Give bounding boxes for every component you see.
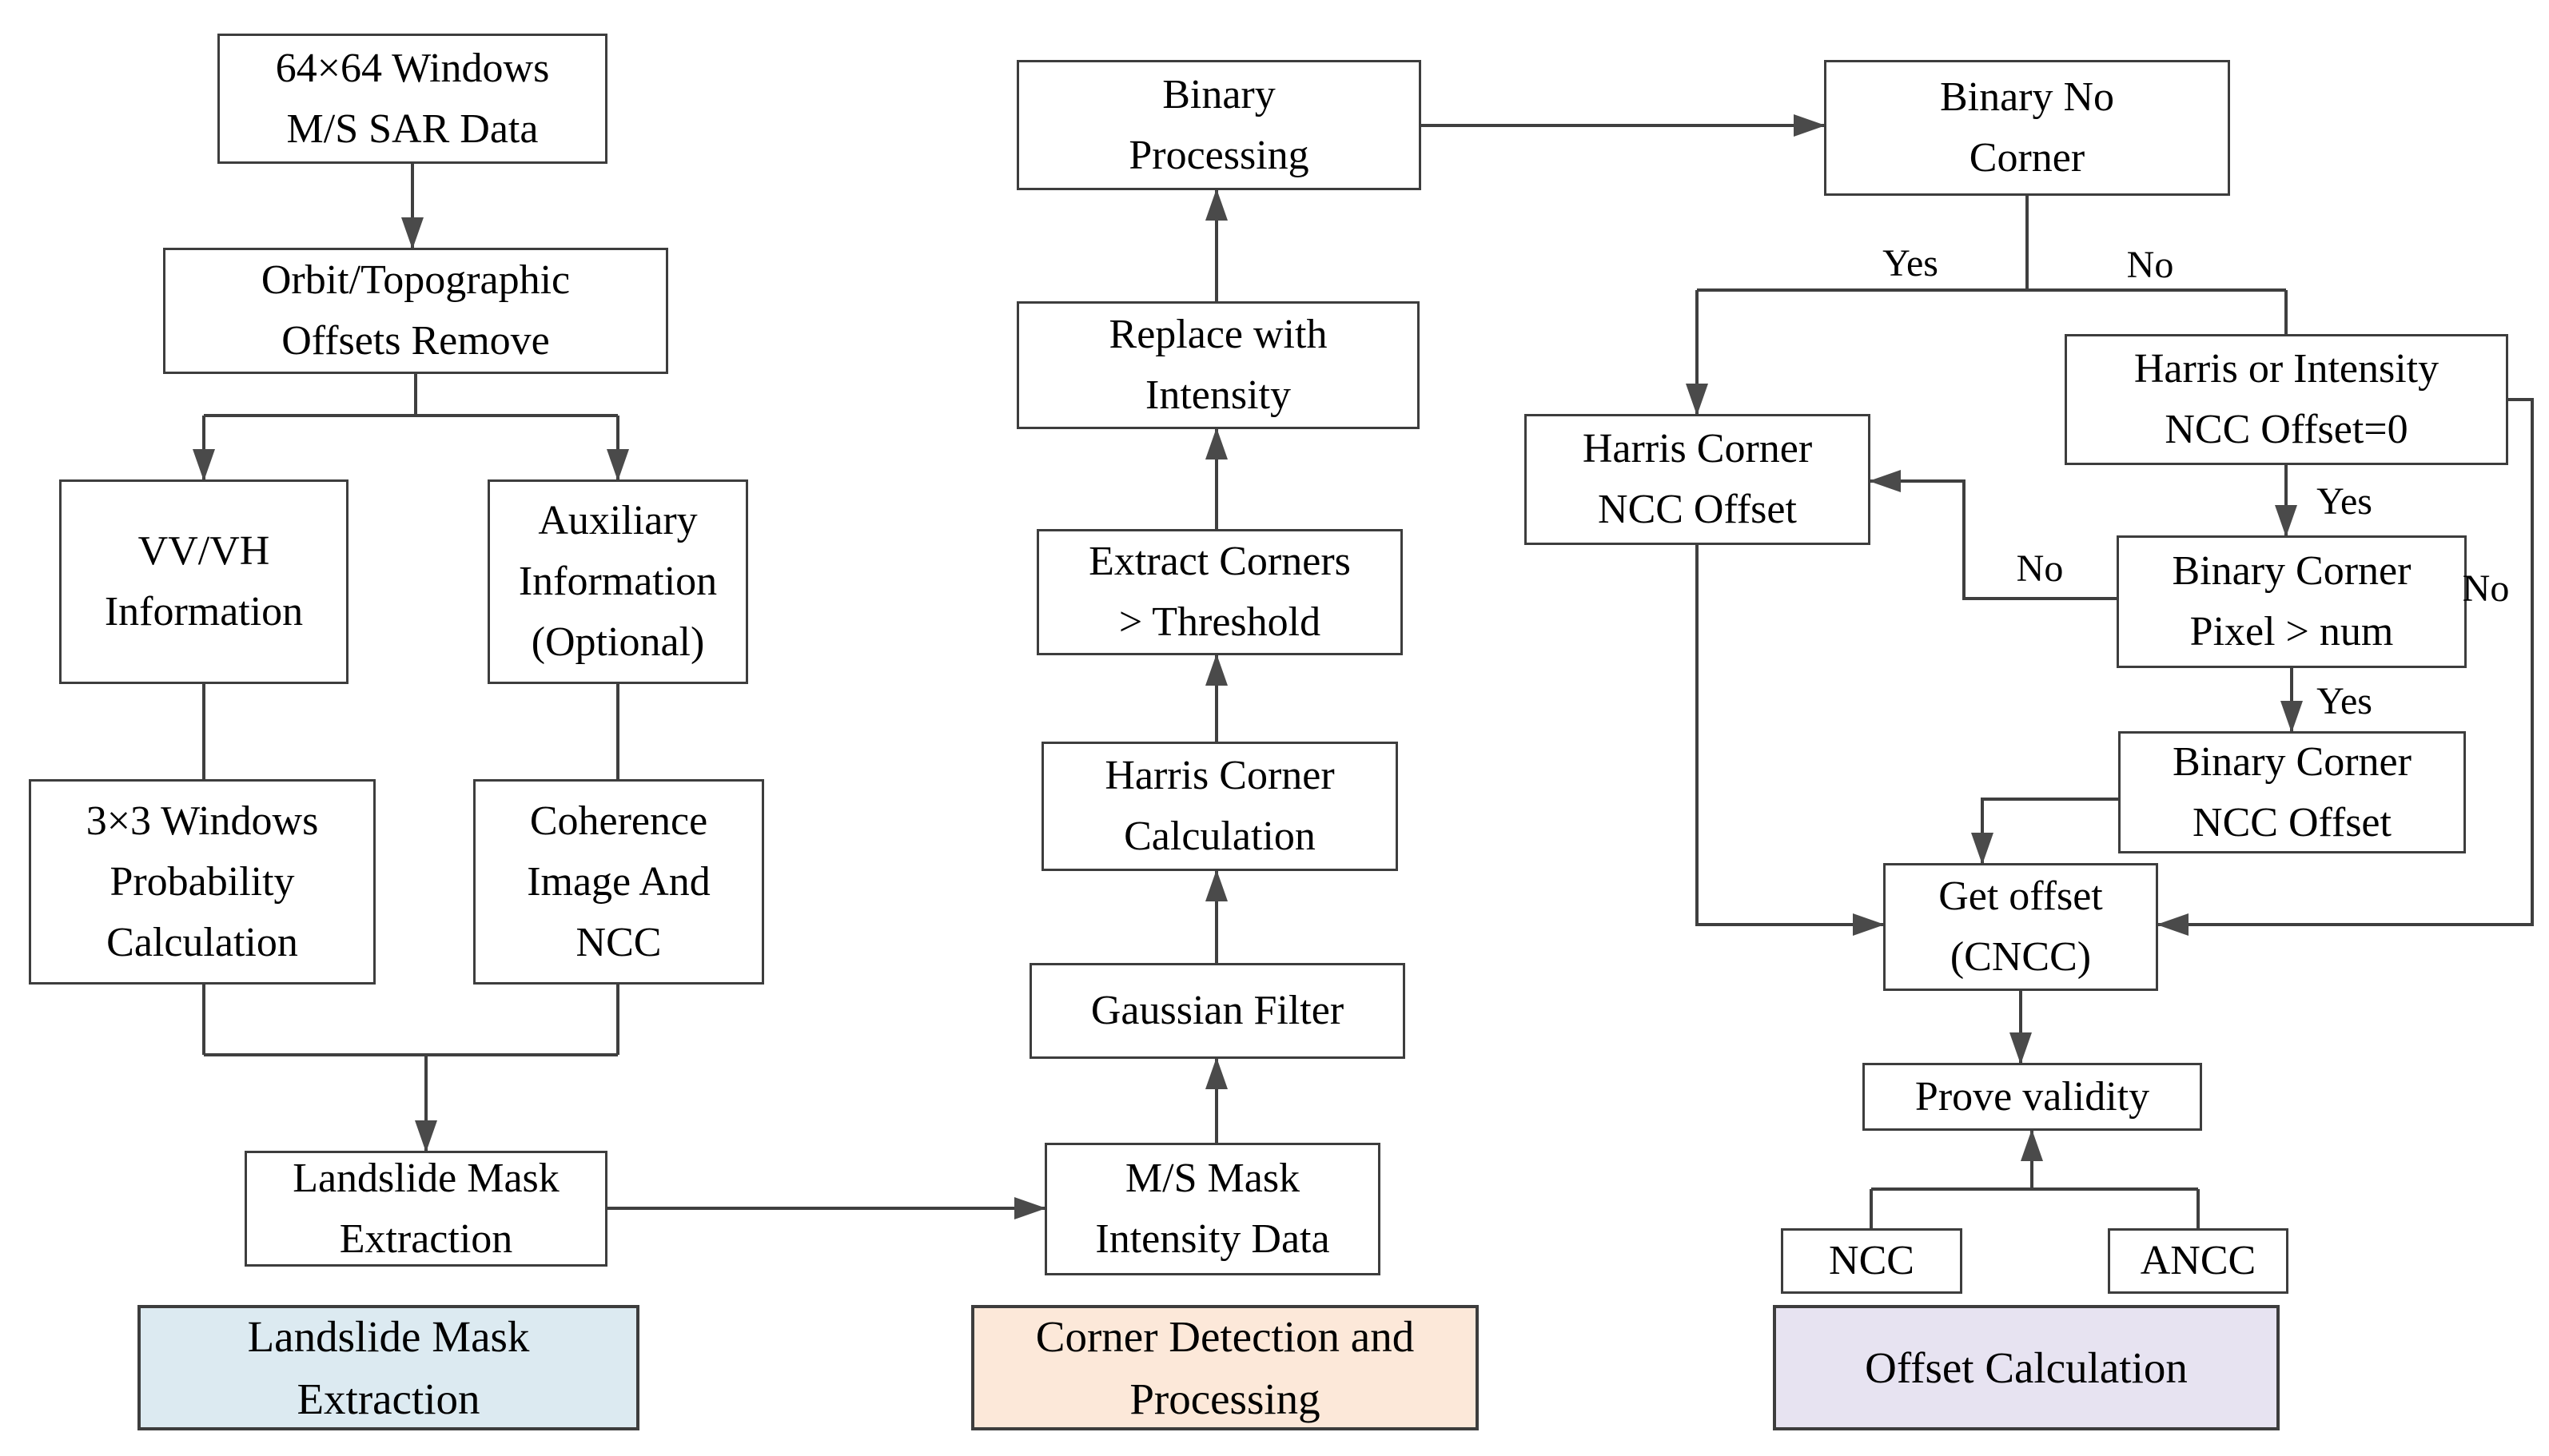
section-corner-detection-and-processing: Corner Detection and Processing	[971, 1305, 1479, 1430]
edge-bcno-to-getoff	[1971, 798, 2118, 865]
node-gaussian-filter: Gaussian Filter	[1030, 963, 1405, 1059]
node-ncc: NCC	[1781, 1228, 1962, 1294]
node-binary-corner-pixel-gt-num: Binary Corner Pixel > num	[2117, 535, 2467, 668]
node-replace-with-intensity: Replace with Intensity	[1017, 301, 1420, 429]
section-landslide-mask-extraction: Landslide Mask Extraction	[137, 1305, 639, 1430]
node-extract-corners-threshold: Extract Corners > Threshold	[1037, 529, 1403, 655]
node-harris-corner-calculation: Harris Corner Calculation	[1042, 742, 1398, 871]
edge-hion-no-to-getoff	[2157, 398, 2534, 936]
node-auxiliary-information-optional: Auxiliary Information (Optional)	[488, 479, 748, 684]
edge-hcno-to-getoff	[1695, 545, 1885, 936]
edge-bcp-no-to-hcno	[1869, 470, 2117, 600]
edge-label-bcp-no: No	[2016, 547, 2064, 590]
node-ancc: ANCC	[2108, 1228, 2288, 1294]
edge-label-binary-no-corner-yes: Yes	[1882, 242, 1938, 284]
edge-label-bcp-yes: Yes	[2316, 680, 2372, 722]
edge-label-binary-no-corner-no: No	[2126, 244, 2174, 286]
edge-label-hion-no: No	[2462, 567, 2510, 610]
node-vv-vh-information: VV/VH Information	[59, 479, 348, 684]
node-coherence-image-and-ncc: Coherence Image And NCC	[473, 779, 764, 985]
node-harris-or-intensity-ncc-offset-0: Harris or Intensity NCC Offset=0	[2065, 334, 2508, 465]
section-offset-calculation: Offset Calculation	[1773, 1305, 2280, 1430]
edge-label-hion-yes: Yes	[2316, 480, 2372, 523]
node-binary-corner-ncc-offset: Binary Corner NCC Offset	[2118, 731, 2466, 853]
node-get-offset-cncc: Get offset (CNCC)	[1883, 863, 2158, 991]
node-harris-corner-ncc-offset: Harris Corner NCC Offset	[1524, 414, 1870, 545]
node-prove-validity: Prove validity	[1862, 1063, 2202, 1131]
node-binary-no-corner: Binary No Corner	[1824, 60, 2230, 196]
node-ms-mask-intensity-data: M/S Mask Intensity Data	[1045, 1143, 1380, 1275]
node-orbit-topographic-offsets-remove: Orbit/Topographic Offsets Remove	[163, 248, 668, 374]
node-3x3-windows-probability-calculation: 3×3 Windows Probability Calculation	[29, 779, 376, 985]
node-landslide-mask-extraction: Landslide Mask Extraction	[245, 1151, 607, 1267]
node-binary-processing: Binary Processing	[1017, 60, 1421, 190]
node-64x64-windows-ms-sar-data: 64×64 Windows M/S SAR Data	[217, 34, 607, 164]
plain-connectors	[202, 196, 2288, 1228]
